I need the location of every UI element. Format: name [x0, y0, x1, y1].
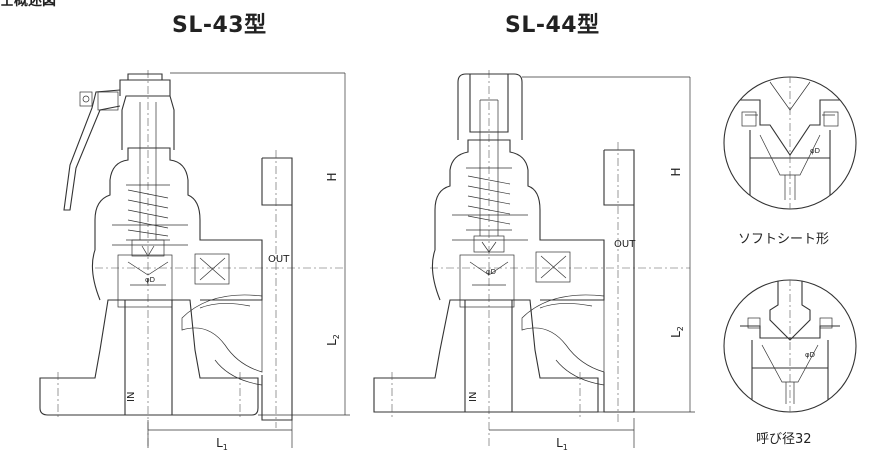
header-fragment: 士概述図 [0, 0, 56, 9]
sl44-dim-l2: L2 [669, 326, 685, 338]
sl44-port-in: IN [468, 392, 479, 402]
sl43-dim-l2: L2 [325, 334, 341, 346]
detail-soft-seat [723, 76, 857, 210]
sl44-port-out: OUT [614, 239, 636, 250]
sl44-dimensions [489, 76, 695, 448]
sl43-port-in: IN [126, 392, 137, 402]
sl43-dimensions [147, 72, 350, 448]
sl43-port-out: OUT [268, 254, 290, 265]
title-sl43: SL-43型 [172, 13, 267, 38]
sl43-dim-h: H [325, 172, 339, 181]
sl44-drawing [373, 70, 690, 448]
sl44-dim-l1: L1 [556, 436, 568, 452]
sl43-drawing [39, 70, 345, 448]
title-sl44: SL-44型 [505, 13, 600, 38]
caption-soft-seat: ソフトシート形 [738, 232, 830, 247]
caption-nominal-32: 呼び径32 [756, 432, 812, 447]
detail-nominal-32-dia: φD [805, 351, 815, 359]
sl44-dim-h: H [669, 167, 683, 176]
sl43-dim-l1: L1 [216, 436, 228, 452]
sl43-dia-label: φD [145, 276, 155, 284]
detail-nominal-32 [723, 279, 857, 413]
detail-soft-seat-dia: φD [810, 147, 820, 155]
sl44-dia-label: φD [486, 268, 496, 276]
